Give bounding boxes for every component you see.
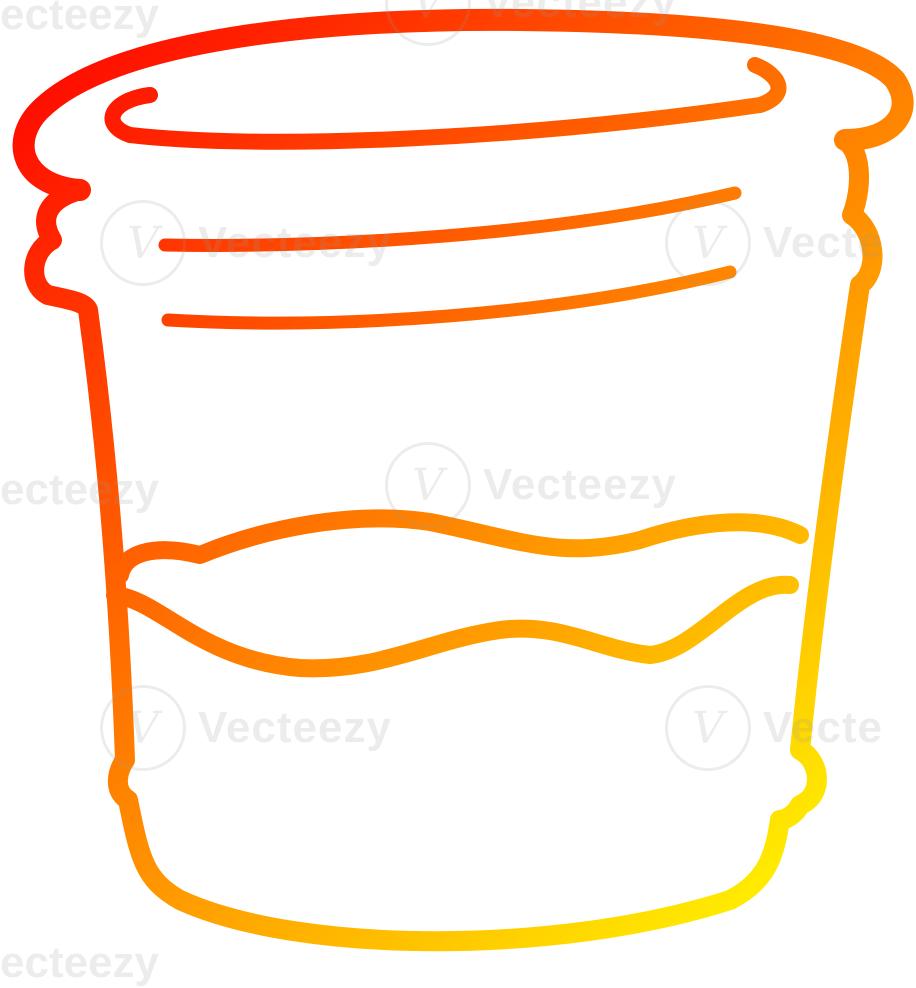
bucket-left-wall (24, 180, 790, 952)
bucket-band-line-2 (161, 265, 737, 330)
bucket-rim-outer (12, 8, 914, 201)
liquid-lower-wave (106, 575, 799, 678)
liquid-surface-wave (111, 509, 809, 584)
bucket-rim-inner (104, 57, 787, 150)
bucket-right-wall (770, 130, 883, 830)
bucket-band-line-1 (158, 186, 742, 252)
